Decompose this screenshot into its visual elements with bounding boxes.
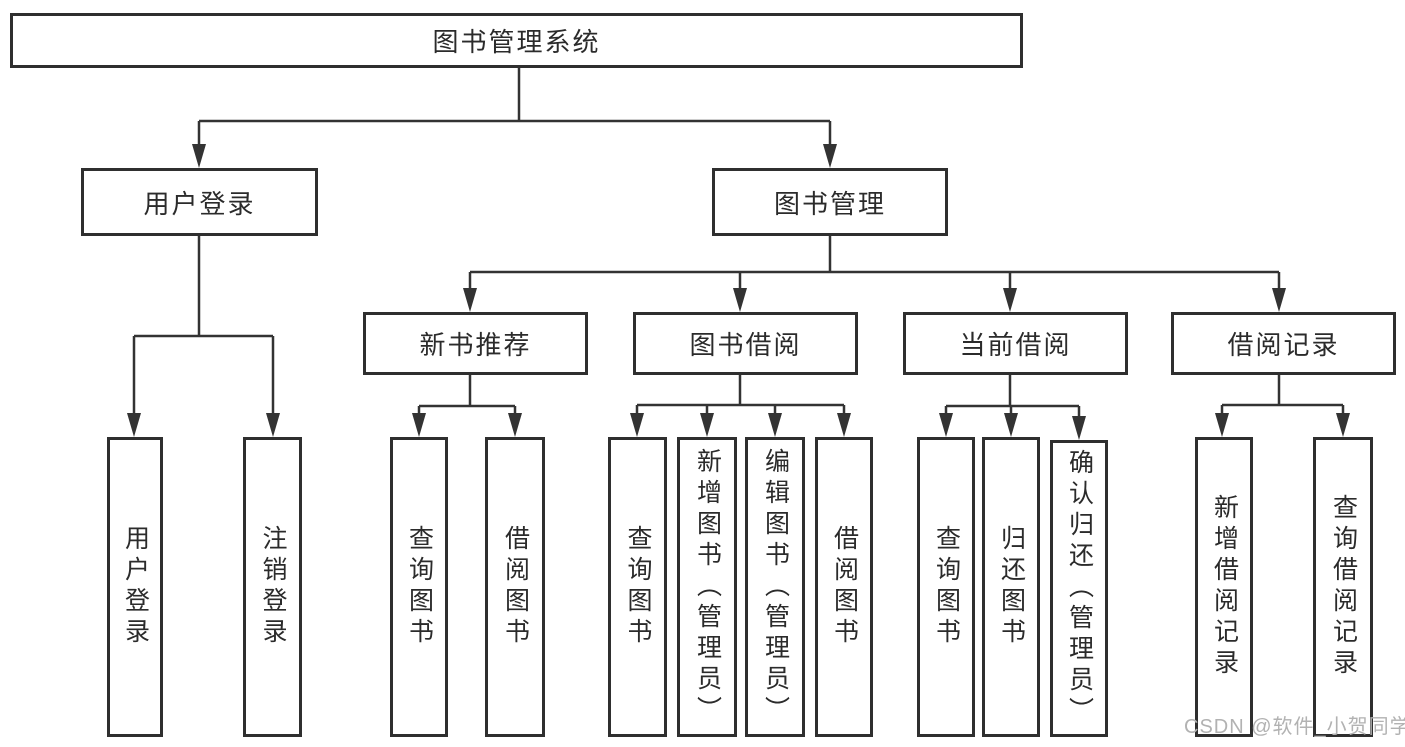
node-borrow-records-label: 借阅记录 [1227,330,1340,360]
leaf-recommend-query-books-label: 查询图书 [405,525,434,649]
node-borrow-records: 借阅记录 [1171,312,1396,375]
connector-borrowing-to-leaves [635,375,846,416]
node-book-management-label: 图书管理 [773,188,886,219]
leaf-records-add-record-label: 新增借阅记录 [1210,494,1239,680]
node-root-label: 图书管理系统 [432,27,601,57]
leaf-borrowing-query-books: 查询图书 [608,437,667,737]
leaf-current-query-books: 查询图书 [917,437,975,737]
connector-userlogin-to-leaves [132,236,275,416]
leaf-borrowing-add-books-admin-label: 新增图书（管理员） [693,447,722,727]
node-book-management: 图书管理 [712,168,948,236]
leaf-user-login: 用户登录 [107,437,163,737]
node-book-borrowing: 图书借阅 [633,312,858,375]
leaf-borrowing-query-books-label: 查询图书 [624,525,652,649]
connector-current-to-leaves [944,375,1081,419]
node-new-book-recommend-label: 新书推荐 [419,330,532,360]
leaf-borrowing-edit-books-admin: 编辑图书（管理员） [745,437,805,737]
leaf-borrowing-edit-books-admin-label: 编辑图书（管理员） [761,447,790,727]
leaf-records-add-record: 新增借阅记录 [1195,437,1253,737]
connector-recommend-to-leaves [417,375,517,416]
node-current-borrowing: 当前借阅 [903,312,1128,375]
leaf-current-confirm-return-admin: 确认归还（管理员） [1050,440,1108,737]
leaf-borrowing-borrow-books-label: 借阅图书 [830,525,859,649]
leaf-borrowing-borrow-books: 借阅图书 [815,437,873,737]
leaf-recommend-borrow-books: 借阅图书 [485,437,545,737]
leaf-records-query-record-label: 查询借阅记录 [1329,494,1358,680]
leaf-current-confirm-return-admin-label: 确认归还（管理员） [1065,449,1094,728]
node-user-login-label: 用户登录 [143,188,256,219]
connector-root-to-level2 [197,68,832,147]
node-user-login: 用户登录 [81,168,318,236]
leaf-borrowing-add-books-admin: 新增图书（管理员） [677,437,737,737]
connector-records-to-leaves [1220,375,1345,416]
node-book-borrowing-label: 图书借阅 [689,330,802,360]
node-new-book-recommend: 新书推荐 [363,312,588,375]
leaf-records-query-record: 查询借阅记录 [1313,437,1373,737]
leaf-current-return-books-label: 归还图书 [997,525,1026,649]
leaf-current-return-books: 归还图书 [982,437,1040,737]
leaf-user-login-label: 用户登录 [121,525,150,649]
leaf-recommend-borrow-books-label: 借阅图书 [501,525,530,649]
node-root: 图书管理系统 [10,13,1023,68]
leaf-current-query-books-label: 查询图书 [932,525,961,649]
watermark: CSDN @软件_小贺同学 [1184,716,1405,738]
connector-bookmgmt-to-level3 [468,236,1281,291]
node-current-borrowing-label: 当前借阅 [959,330,1072,360]
leaf-logout-login: 注销登录 [243,437,302,737]
leaf-recommend-query-books: 查询图书 [390,437,448,737]
leaf-logout-login-label: 注销登录 [259,525,287,649]
